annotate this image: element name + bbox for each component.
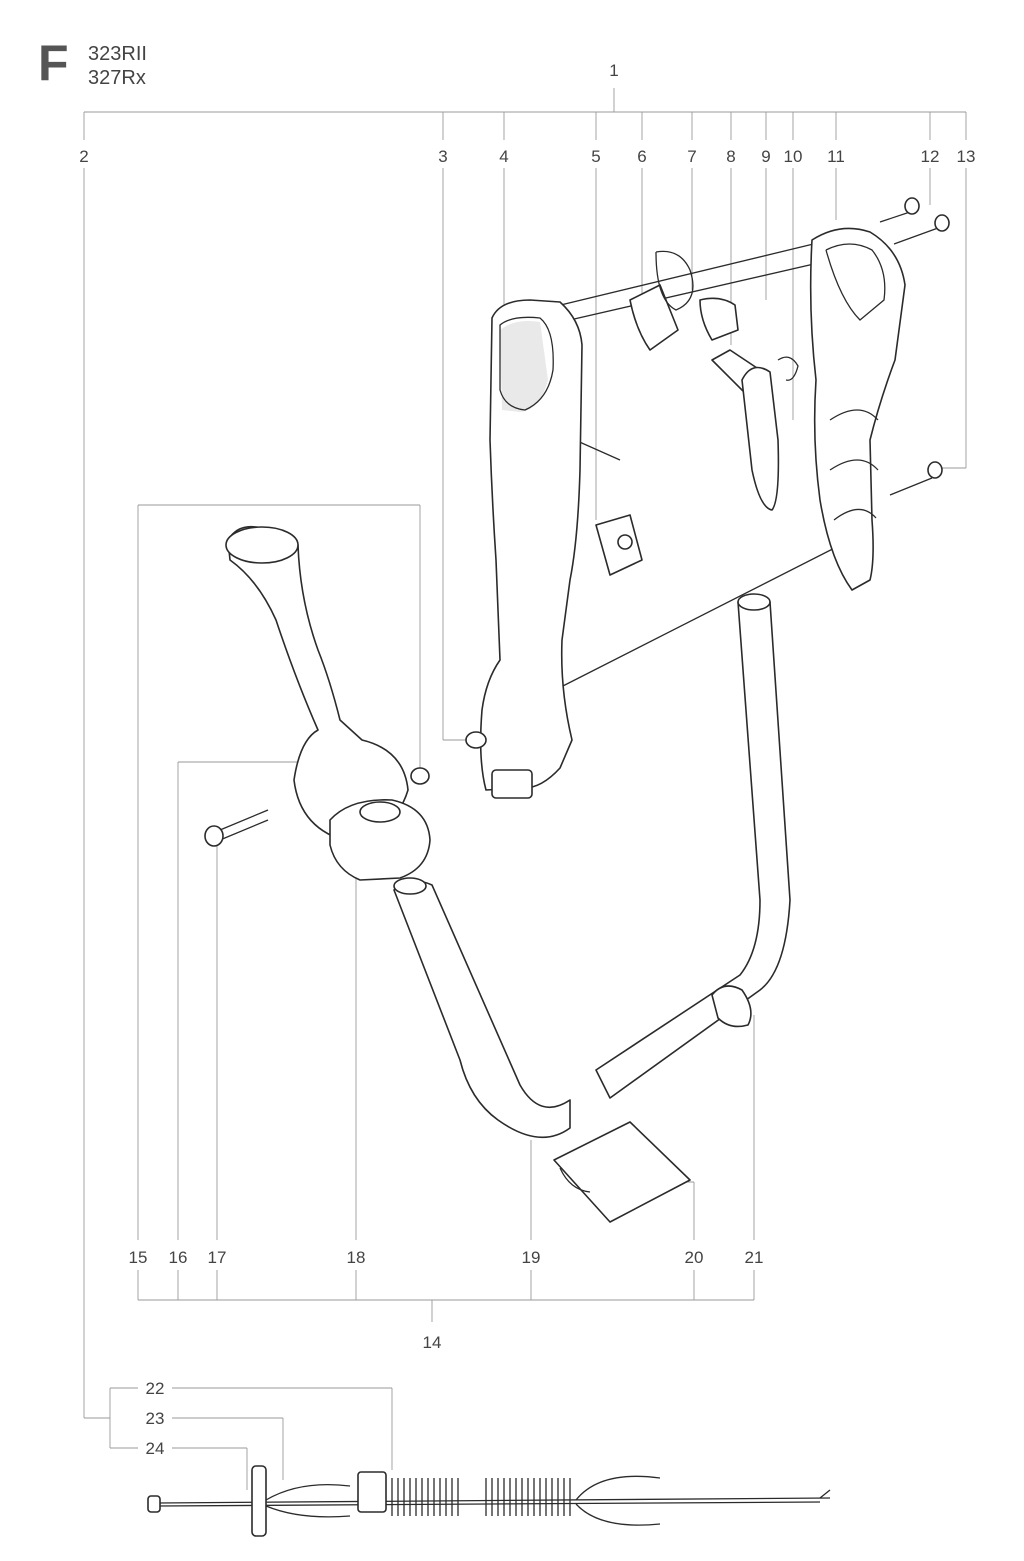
- callout-7: 7: [687, 147, 696, 166]
- model-name-1: 323RII: [88, 43, 147, 65]
- callout-2: 2: [79, 147, 88, 166]
- callout-21: 21: [745, 1248, 764, 1267]
- leader-lines-group-1: [83, 88, 967, 1419]
- callout-17: 17: [208, 1248, 227, 1267]
- callout-9: 9: [761, 147, 770, 166]
- callout-23: 23: [146, 1409, 165, 1428]
- callout-4: 4: [499, 147, 508, 166]
- callout-1: 1: [609, 61, 618, 80]
- callout-24: 24: [146, 1439, 165, 1458]
- handle-assembly: [465, 197, 950, 799]
- callout-13: 13: [957, 147, 976, 166]
- callout-3: 3: [438, 147, 447, 166]
- callout-18: 18: [347, 1248, 366, 1267]
- callout-10: 10: [784, 147, 803, 166]
- callout-20: 20: [685, 1248, 704, 1267]
- leader-lines-group-14: [137, 504, 755, 1322]
- leader-lines-cable: [109, 1387, 393, 1490]
- callout-8: 8: [726, 147, 735, 166]
- callout-15: 15: [129, 1248, 148, 1267]
- callout-5: 5: [591, 147, 600, 166]
- callout-16: 16: [169, 1248, 188, 1267]
- callout-12: 12: [921, 147, 940, 166]
- section-letter: F: [38, 35, 69, 91]
- callout-11: 11: [827, 147, 845, 166]
- callout-19: 19: [522, 1248, 541, 1267]
- model-name-2: 327Rx: [88, 67, 146, 89]
- throttle-cable: [147, 1465, 831, 1537]
- callout-labels: 1 2 3 4 5 6 7 8 9 10 11 12 13 14 15 16 1…: [79, 61, 975, 1458]
- callout-14: 14: [423, 1333, 442, 1352]
- callout-6: 6: [637, 147, 646, 166]
- callout-22: 22: [146, 1379, 165, 1398]
- loop-handle-assembly: [204, 525, 791, 1223]
